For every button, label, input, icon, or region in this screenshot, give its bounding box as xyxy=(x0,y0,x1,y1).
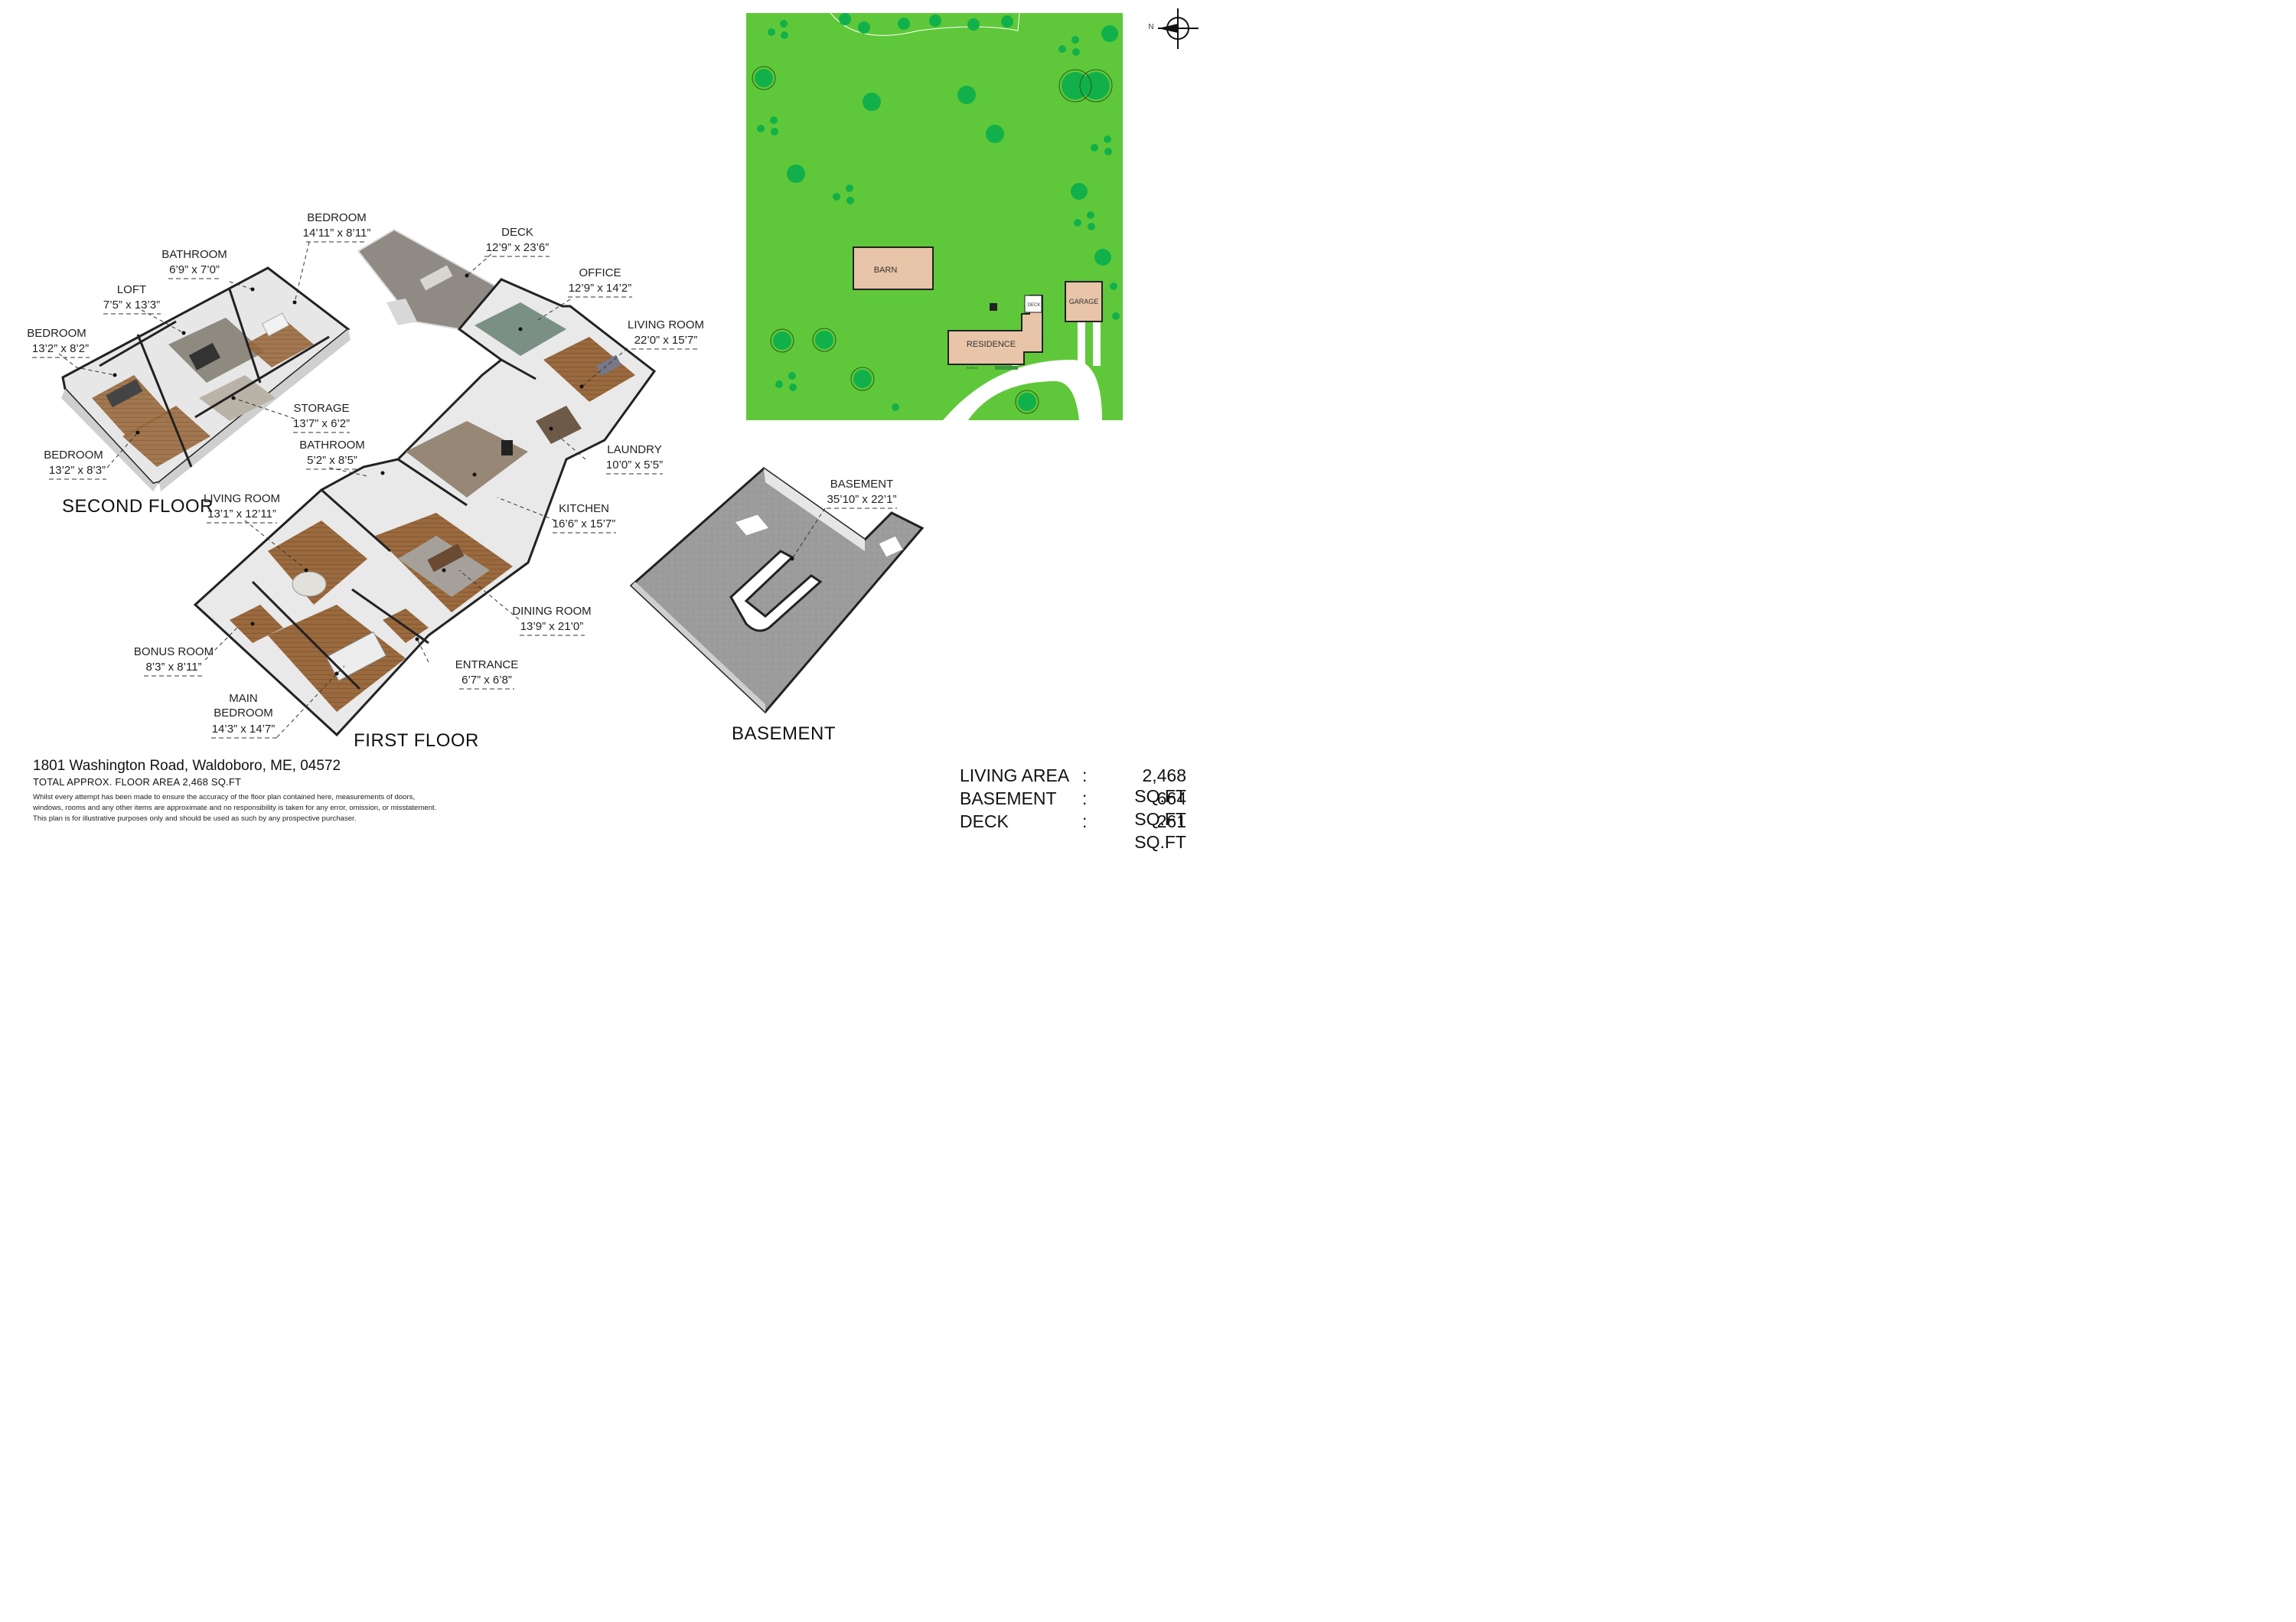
hedge xyxy=(995,366,1018,370)
garage-drive-right xyxy=(1093,320,1101,366)
disclaimer-line-3: This plan is for illustrative purposes o… xyxy=(33,814,357,823)
floor-plan-sheet: BARN RESIDENCE PORCH DECK GARAGE N xyxy=(0,0,1200,848)
site-plan: BARN RESIDENCE PORCH DECK GARAGE xyxy=(746,12,1123,420)
trees xyxy=(755,13,1120,411)
tree-outlines xyxy=(752,66,1113,414)
room-name-main-bedroom-2: BEDROOM xyxy=(214,707,273,720)
first-floor-plan xyxy=(193,228,657,737)
room-name-kitchen: KITCHEN xyxy=(559,502,609,515)
shed xyxy=(990,303,997,311)
room-name-ff-living-room-1: LIVING ROOM xyxy=(628,318,704,331)
north-compass-icon xyxy=(1158,8,1199,49)
room-labels: BEDROOM 14’11” x 8’11” BATHROOM 6’9” x 7… xyxy=(27,211,897,739)
room-dims-entrance: 6’7” x 6’8” xyxy=(461,674,512,687)
room-name-ff-bathroom: BATHROOM xyxy=(299,439,365,452)
area-label: BASEMENT xyxy=(960,788,1057,808)
area-value: 664 SQ.FT xyxy=(1134,788,1186,829)
area-summary: LIVING AREA : 2,468 SQ.FT BASEMENT : 664… xyxy=(960,765,1186,852)
room-name-loft: LOFT xyxy=(117,283,146,296)
room-dims-dining-room: 13’9” x 21’0” xyxy=(520,620,584,633)
room-dims-loft: 7’5” x 13’3” xyxy=(103,299,160,312)
area-row-living: LIVING AREA : 2,468 SQ.FT xyxy=(960,765,1186,806)
compass-north-label: N xyxy=(1148,23,1153,31)
room-name-ff-living-room-2: LIVING ROOM xyxy=(204,492,280,505)
room-dims-sf-bedroom-3: 13’2” x 8’3” xyxy=(49,464,106,477)
lawn xyxy=(746,13,1123,420)
disclaimer: Whilst every attempt has been made to en… xyxy=(33,792,523,824)
tree-line xyxy=(830,12,1020,36)
room-name-laundry: LAUNDRY xyxy=(607,443,661,456)
basement-title: BASEMENT xyxy=(732,723,836,744)
room-dims-ff-bathroom: 5’2” x 8’5” xyxy=(307,454,357,467)
second-floor-title: SECOND FLOOR xyxy=(62,496,214,517)
floor-plan-drawing: BARN RESIDENCE PORCH DECK GARAGE N xyxy=(27,8,1199,751)
room-dims-ff-living-room-1: 22’0” x 15’7” xyxy=(634,334,698,347)
room-name-basement: BASEMENT xyxy=(830,478,894,491)
area-row-deck: DECK : 261 SQ.FT xyxy=(960,811,1186,852)
room-dims-main-bedroom: 14’3” x 14’7” xyxy=(212,723,276,736)
area-label: LIVING AREA xyxy=(960,765,1070,785)
footer: 1801 Washington Road, Waldoboro, ME, 045… xyxy=(33,758,523,824)
second-floor-plan xyxy=(61,266,351,491)
room-dims-deck: 12’9” x 23’6” xyxy=(486,241,550,254)
room-name-bonus-room: BONUS ROOM xyxy=(134,645,214,658)
room-dims-ff-living-room-2: 13’1” x 12’11” xyxy=(207,507,276,521)
garage-drive-left xyxy=(1078,320,1085,366)
room-name-office: OFFICE xyxy=(579,266,621,279)
basement-plan xyxy=(629,467,925,714)
room-name-sf-bedroom-2: BEDROOM xyxy=(27,327,86,340)
porch-label: PORCH xyxy=(967,366,978,370)
driveway xyxy=(943,360,1102,420)
disclaimer-line-1: Whilst every attempt has been made to en… xyxy=(33,793,416,801)
area-row-basement: BASEMENT : 664 SQ.FT xyxy=(960,788,1186,829)
area-value: 261 SQ.FT xyxy=(1134,811,1186,852)
room-name-sf-bedroom-3: BEDROOM xyxy=(44,449,103,462)
residence-label: RESIDENCE xyxy=(967,340,1016,349)
room-dims-kitchen: 16’6” x 15’7” xyxy=(553,517,616,530)
area-value: 2,468 SQ.FT xyxy=(1134,765,1186,806)
room-name-deck: DECK xyxy=(501,226,533,239)
room-name-dining-room: DINING ROOM xyxy=(512,605,591,618)
room-dims-sf-bathroom: 6’9” x 7’0” xyxy=(169,263,220,276)
deck-label: DECK xyxy=(1028,303,1041,308)
room-name-main-bedroom-1: MAIN xyxy=(229,692,258,705)
room-name-sf-bedroom-1: BEDROOM xyxy=(307,211,367,224)
room-name-sf-bathroom: BATHROOM xyxy=(161,248,227,261)
barn-building xyxy=(853,246,934,290)
disclaimer-line-2: windows, rooms and any other items are a… xyxy=(33,804,437,812)
room-name-entrance: ENTRANCE xyxy=(455,658,519,671)
deck-building xyxy=(1024,295,1042,313)
total-floor-area: TOTAL APPROX. FLOOR AREA 2,468 SQ.FT xyxy=(33,776,242,788)
room-dims-bonus-room: 8’3” x 8’11” xyxy=(145,661,201,674)
room-dims-office: 12’9” x 14’2” xyxy=(569,282,632,295)
first-floor-title: FIRST FLOOR xyxy=(354,730,479,751)
residence-building xyxy=(947,295,1043,365)
leader-lines xyxy=(58,241,826,738)
room-dims-sf-bedroom-1: 14’11” x 8’11” xyxy=(303,227,371,240)
room-name-storage: STORAGE xyxy=(293,402,349,415)
property-address: 1801 Washington Road, Waldoboro, ME, 045… xyxy=(33,758,341,774)
barn-label: BARN xyxy=(874,266,898,275)
room-dims-sf-bedroom-2: 13’2” x 8’2” xyxy=(32,342,89,355)
area-label: DECK xyxy=(960,811,1009,831)
garage-label: GARAGE xyxy=(1069,298,1099,305)
room-dims-laundry: 10’0” x 5’5” xyxy=(606,459,663,472)
room-dims-storage: 13’7” x 6’2” xyxy=(293,417,350,430)
room-markers xyxy=(113,273,794,676)
room-dims-basement: 35’10” x 22’1” xyxy=(827,493,897,506)
garage-building xyxy=(1065,281,1103,322)
